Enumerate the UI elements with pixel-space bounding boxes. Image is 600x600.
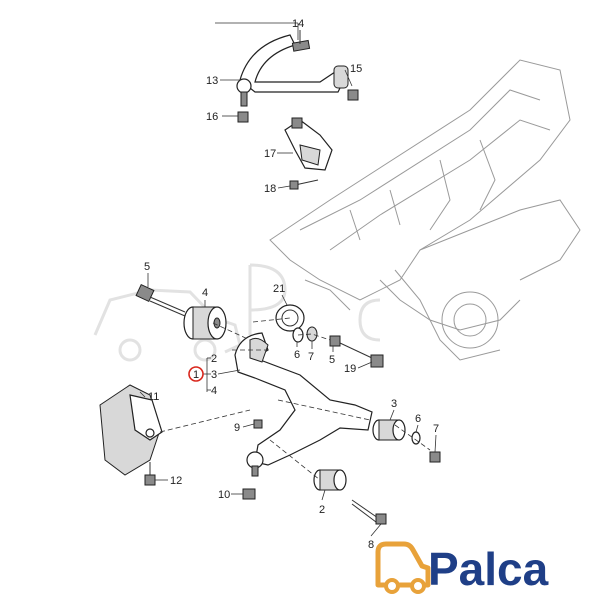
nut-19 (370, 354, 384, 368)
callout-1: 1 (193, 369, 199, 381)
callout-19: 19 (344, 363, 356, 375)
callout-8: 8 (368, 539, 374, 551)
bracket-17 (284, 117, 333, 171)
palca-logo: Palca (375, 541, 549, 595)
bolt-12 (144, 462, 156, 486)
subframe-outline (269, 59, 581, 361)
callout-6-lower: 6 (415, 413, 421, 425)
callout-1-sub-4: 4 (211, 385, 217, 397)
leader-lines (139, 22, 437, 537)
seal-21 (275, 304, 305, 332)
logo-text: Palca (428, 543, 549, 595)
callout-labels: 14 13 15 16 17 18 5 4 21 6 7 5 19 1 2 3 … (144, 18, 439, 551)
bushing-2 (313, 469, 347, 491)
callout-3: 3 (391, 398, 397, 410)
callout-14: 14 (292, 18, 304, 30)
callout-1-sub-3: 3 (211, 369, 217, 381)
nut-7-lower (429, 451, 441, 463)
callout-7-upper: 7 (308, 351, 314, 363)
callout-17: 17 (264, 148, 276, 160)
callout-5-right: 5 (329, 354, 335, 366)
callout-16: 16 (206, 111, 218, 123)
watermark-logo (93, 263, 381, 362)
callout-10: 10 (218, 489, 230, 501)
bolt-5-right (329, 335, 373, 359)
callout-4: 4 (202, 287, 208, 299)
nut-10 (242, 488, 256, 500)
callout-18: 18 (264, 183, 276, 195)
nut-16 (237, 111, 249, 123)
callout-9: 9 (234, 422, 240, 434)
callout-6-upper: 6 (294, 349, 300, 361)
callout-13: 13 (206, 75, 218, 87)
callout-21: 21 (273, 283, 285, 295)
callout-11: 11 (148, 391, 159, 403)
nut-15 (347, 89, 359, 101)
bolt-8 (351, 499, 387, 525)
lower-control-arm (234, 332, 373, 477)
bolt-18 (289, 179, 319, 190)
callout-2: 2 (319, 504, 325, 516)
truck-icon (375, 541, 431, 588)
callout-7-lower: 7 (433, 423, 439, 435)
bolt-14 (291, 30, 311, 52)
callout-5-left: 5 (144, 261, 150, 273)
callout-1-sub-2: 2 (211, 353, 217, 365)
callout-12: 12 (170, 475, 182, 487)
bolt-5-left (135, 283, 186, 317)
washer-6-lower (411, 431, 421, 445)
bracket-11 (99, 384, 163, 476)
bushing-3 (372, 419, 406, 441)
callout-15: 15 (350, 63, 362, 75)
bushing-4 (183, 306, 227, 340)
assembly-lines (159, 317, 431, 481)
highlight-circle (188, 366, 204, 382)
nut-9 (253, 419, 263, 429)
